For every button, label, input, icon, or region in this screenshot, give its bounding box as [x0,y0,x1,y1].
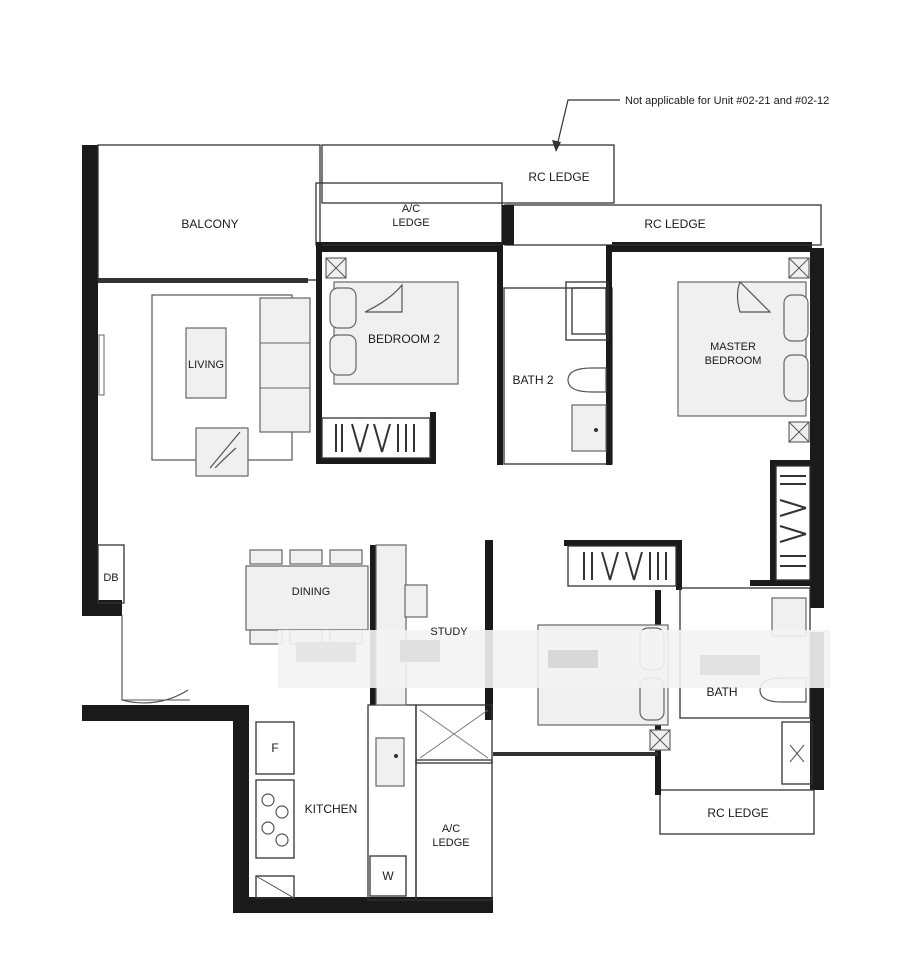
label-dining: DINING [292,586,331,598]
annotation: Not applicable for Unit #02-21 and #02-1… [552,95,829,152]
label-bath: BATH [706,685,737,699]
interior-walls [97,242,812,901]
label-study: STUDY [430,626,468,638]
label-db: DB [103,572,118,584]
label-rc-ledge-bottom: RC LEDGE [707,806,768,820]
label-ac-ledge-bottom-2: LEDGE [432,837,469,849]
label-rc-ledge-right: RC LEDGE [644,217,705,231]
room-labels: BALCONY A/C LEDGE RC LEDGE RC LEDGE BEDR… [103,170,768,883]
label-balcony: BALCONY [181,217,238,231]
label-ac-ledge-top-1: A/C [402,203,420,215]
redacted-band [278,630,830,688]
label-kitchen: KITCHEN [305,802,358,816]
label-ac-ledge-bottom-1: A/C [442,823,460,835]
label-master-2: BEDROOM [705,355,762,367]
outer-ledges [97,144,822,901]
label-bedroom-2: BEDROOM 2 [368,332,440,346]
label-bath-2: BATH 2 [512,373,553,387]
label-living: LIVING [188,359,224,371]
label-ac-ledge-top-2: LEDGE [392,217,429,229]
exterior-walls [82,145,824,913]
label-fridge: F [271,741,278,755]
label-washer: W [382,869,394,883]
annotation-text: Not applicable for Unit #02-21 and #02-1… [625,95,829,107]
furniture [98,257,813,899]
label-master-1: MASTER [710,341,756,353]
label-rc-ledge-top: RC LEDGE [528,170,589,184]
